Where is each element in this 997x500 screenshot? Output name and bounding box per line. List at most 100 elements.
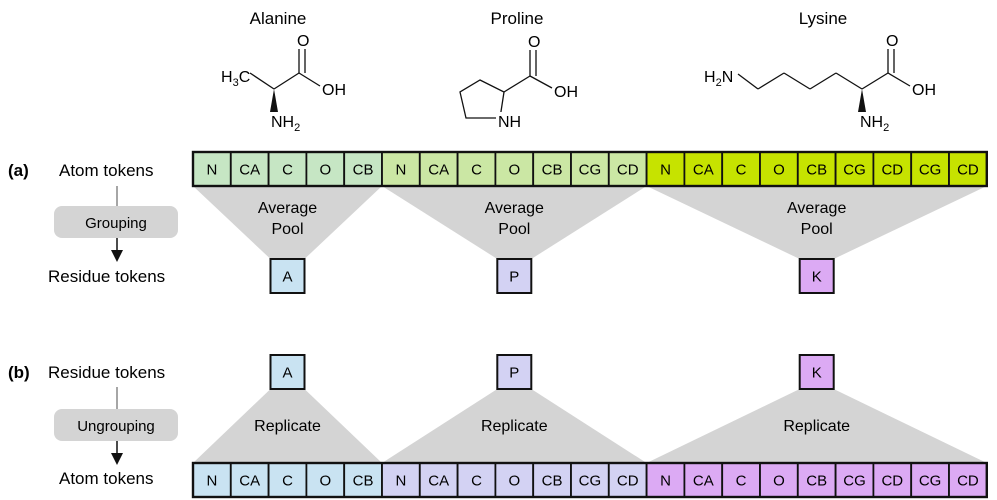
ungrouping-label: Ungrouping — [77, 418, 155, 435]
alanine-hydroxyl-label: OH — [322, 82, 346, 99]
panel-a-atom-token: C — [267, 151, 308, 187]
panel-b: (b) Residue tokens Atom tokens Ungroupin… — [8, 354, 988, 499]
panel-a-residue-token: A — [269, 258, 306, 294]
panel-a-atom-token: C — [456, 151, 497, 187]
panel-b-atom-token: CB — [343, 462, 383, 498]
panel-b-atom-token-label: CG — [843, 473, 866, 490]
panel-a-atom-token-label: C — [282, 162, 293, 179]
panel-a-atom-token-label: O — [773, 162, 785, 179]
replicate-label: Replicate — [254, 418, 321, 435]
panel-a-atom-token-label: O — [508, 162, 520, 179]
panel-b-atom-token-label: C — [471, 473, 482, 490]
panel-a-atom-token-label: O — [319, 162, 331, 179]
panel-b-atom-token-label: C — [282, 473, 293, 490]
panel-b-atom-token-label: O — [773, 473, 785, 490]
replicate-label: Replicate — [481, 418, 548, 435]
panel-a-atom-token-label: N — [660, 162, 671, 179]
average-pool-trapezoid — [193, 186, 382, 259]
panel-b-atom-token: CA — [229, 462, 270, 498]
panel-a-atom-token-label: CD — [617, 162, 639, 179]
panel-b-atom-token: CD — [948, 462, 988, 498]
replicate-label: Replicate — [783, 418, 850, 435]
panel-a-atom-token-label: C — [471, 162, 482, 179]
panel-b-atom-token: N — [381, 462, 421, 498]
panel-a-atom-token-label: CB — [353, 162, 374, 179]
lysine-structure: Lysine H2N O OH NH2 — [704, 9, 936, 134]
proline-structure: Proline O OH NH — [459, 9, 578, 131]
panel-a-atom-token: CD — [607, 151, 648, 187]
panel-a-atom-token-label: CA — [693, 162, 714, 179]
proline-carbonyl-oxygen: O — [528, 34, 540, 51]
panel-a-residue-token-label: K — [812, 269, 822, 286]
panel-b-atom-token: O — [759, 462, 799, 498]
panel-a-atom-token-label: CG — [919, 162, 942, 179]
panel-a-atom-token-label: CG — [579, 162, 602, 179]
alanine-carbonyl-oxygen: O — [297, 33, 309, 50]
lysine-carbonyl-oxygen: O — [886, 33, 898, 50]
panel-a-atom-token: CB — [796, 151, 837, 187]
panel-b-atom-token-label: O — [319, 473, 331, 490]
molecule-name-alanine: Alanine — [250, 9, 307, 28]
panel-a-atom-token: CA — [683, 151, 724, 187]
panel-b-atom-token: C — [721, 462, 761, 498]
replicate-trapezoid — [193, 389, 382, 463]
panel-a-atom-token: C — [721, 151, 761, 187]
panel-b-atom-token-label: N — [395, 473, 406, 490]
panel-b-atom-token: CG — [834, 462, 875, 498]
panel-a-label: (a) — [8, 161, 29, 180]
panel-b-label: (b) — [8, 363, 30, 382]
panel-a-atom-tokens-label: Atom tokens — [59, 161, 154, 180]
panel-b-atom-token-label: CB — [353, 473, 374, 490]
panel-b-atom-token-label: CG — [919, 473, 942, 490]
molecule-name-proline: Proline — [491, 9, 544, 28]
panel-b-atom-token: CB — [796, 462, 837, 498]
panel-b-atom-tokens-label: Atom tokens — [59, 469, 154, 488]
average-pool-trapezoid — [382, 186, 647, 259]
panel-a: (a) Atom tokens Residue tokens Grouping … — [8, 150, 988, 294]
panel-b-atom-token-label: CD — [957, 473, 979, 490]
panel-b-atom-token: N — [192, 462, 232, 498]
panel-b-residue-token: A — [269, 354, 306, 390]
panel-b-residue-token-label: A — [282, 365, 292, 382]
replicate-trapezoid — [646, 389, 987, 463]
panel-b-atom-token-label: CB — [806, 473, 827, 490]
proline-hydroxyl-label: OH — [554, 84, 578, 101]
panel-a-atom-token: O — [494, 151, 535, 187]
panel-b-atom-token-label: CD — [881, 473, 903, 490]
panel-a-residue-tokens-label: Residue tokens — [48, 267, 165, 286]
panel-a-atom-token-label: CB — [806, 162, 827, 179]
panel-b-atom-token: CG — [570, 462, 610, 498]
panel-a-atom-token: N — [381, 151, 421, 187]
grouping-label: Grouping — [85, 215, 147, 232]
panel-b-atom-token-label: N — [206, 473, 217, 490]
panel-b-atom-token-label: CB — [542, 473, 563, 490]
panel-b-residue-tokens-label: Residue tokens — [48, 363, 165, 382]
panel-b-atom-token-label: O — [508, 473, 520, 490]
panel-a-atom-token: CG — [834, 151, 875, 187]
panel-a-atom-token-label: CD — [881, 162, 903, 179]
average-pool-trapezoid — [646, 186, 987, 259]
panel-b-atom-token: CA — [683, 462, 724, 498]
panel-a-atom-token-label: N — [395, 162, 406, 179]
alanine-methyl-label: H3C — [221, 69, 250, 89]
panel-b-atom-token-label: CD — [617, 473, 639, 490]
panel-a-atom-token: CB — [343, 151, 383, 187]
panel-b-atom-token-label: N — [660, 473, 671, 490]
panel-b-atom-token-label: CA — [239, 473, 260, 490]
alanine-amine-label: NH2 — [271, 114, 300, 134]
panel-b-atom-token: CD — [607, 462, 648, 498]
panel-b-atom-token: N — [645, 462, 686, 498]
replicate-trapezoid — [382, 389, 647, 463]
panel-a-atom-token: CG — [910, 151, 950, 187]
panel-b-atom-token: CG — [910, 462, 950, 498]
panel-a-atom-token: O — [305, 151, 346, 187]
panel-a-atom-token-label: CA — [428, 162, 449, 179]
panel-b-residue-token: K — [798, 354, 835, 390]
panel-b-atom-token-label: C — [736, 473, 747, 490]
lysine-alpha-amine-label: NH2 — [860, 114, 889, 134]
panel-a-atom-token-label: C — [736, 162, 747, 179]
